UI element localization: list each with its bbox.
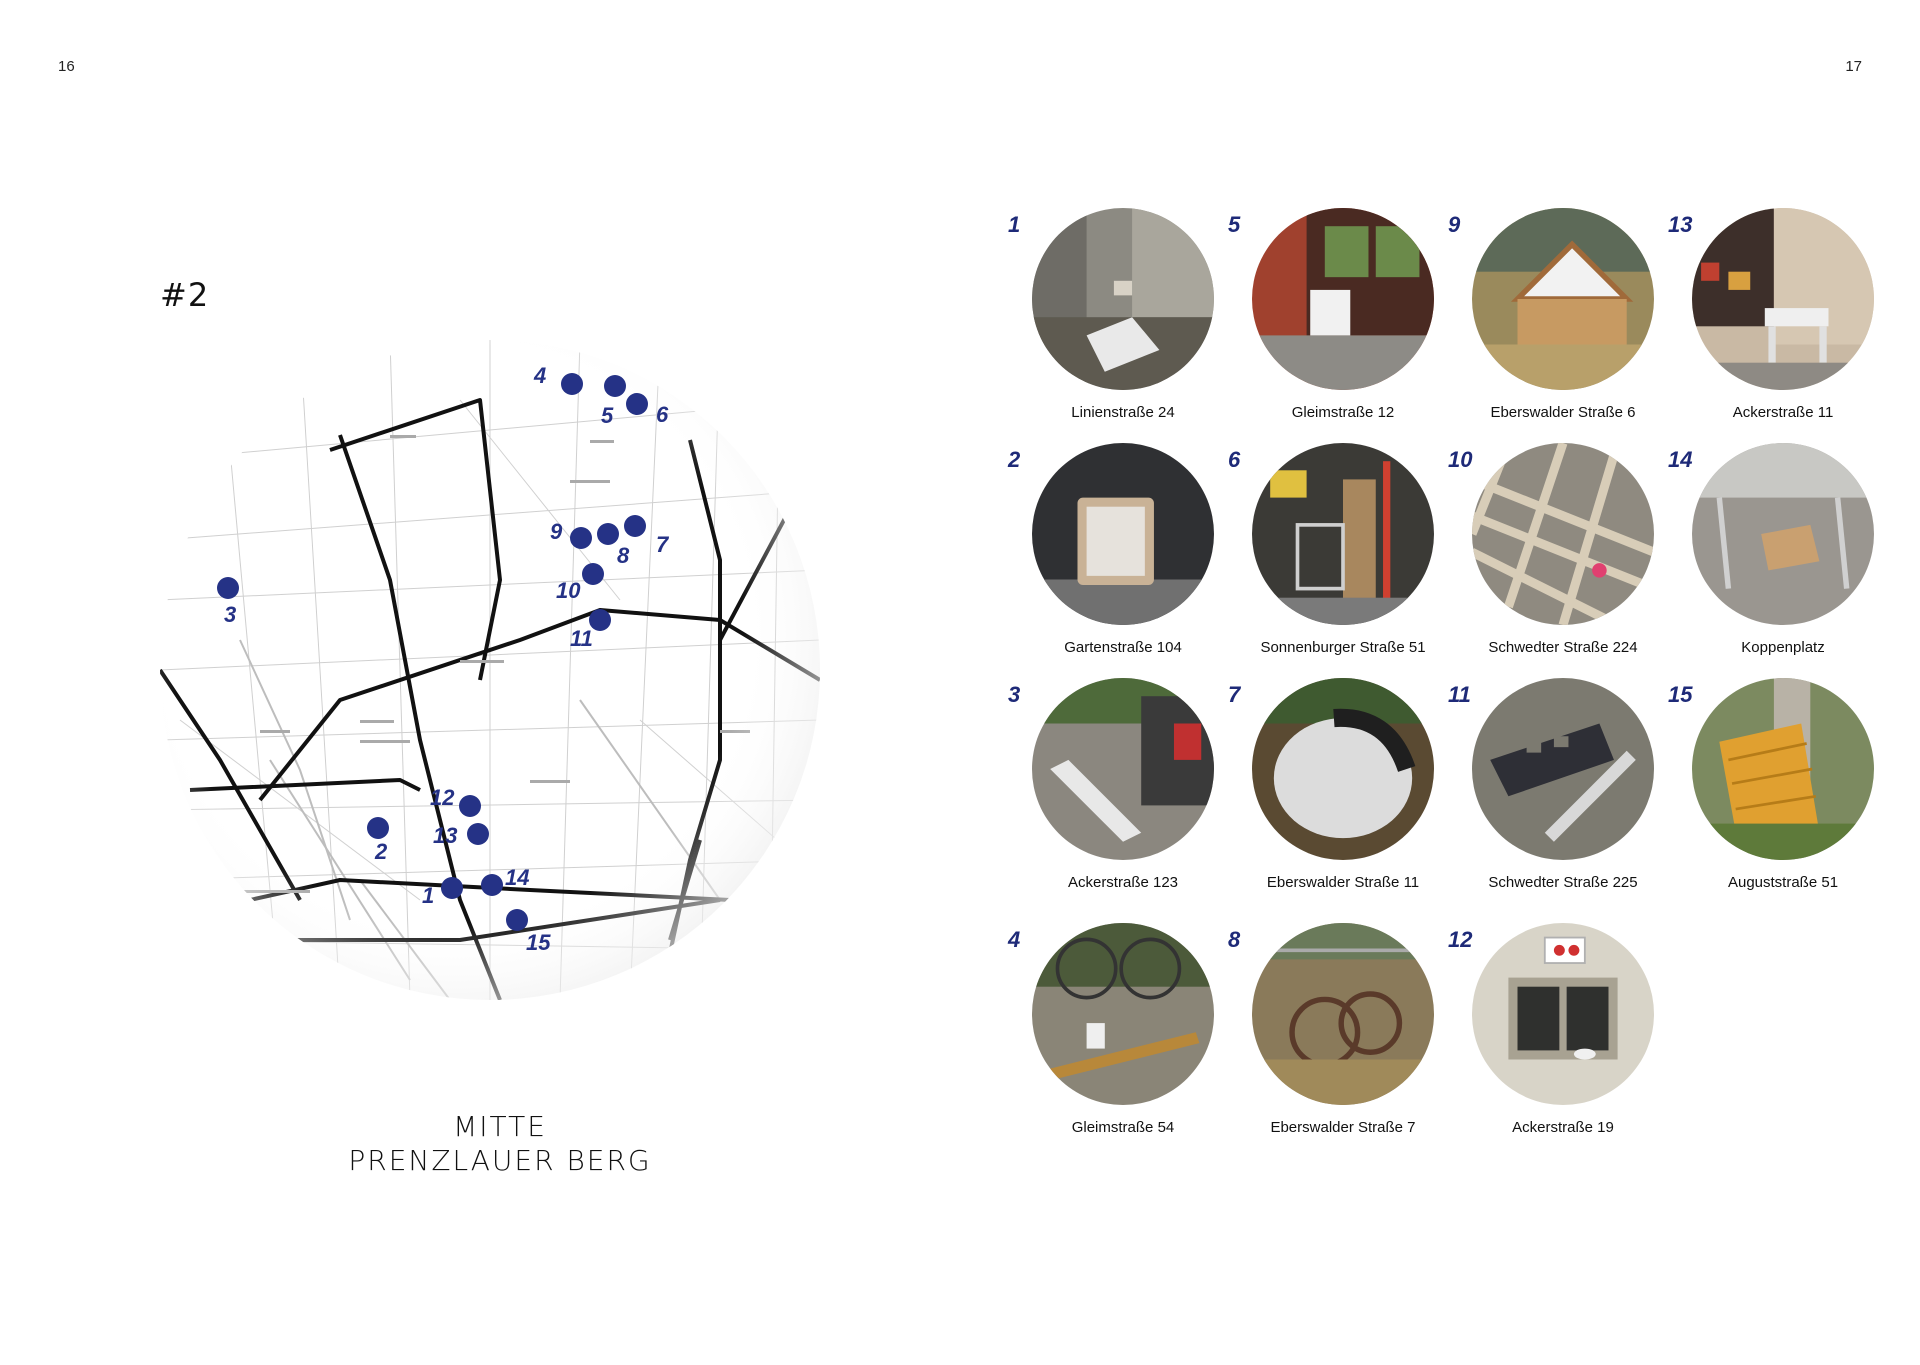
map-marker-label: 5 [601,403,614,428]
map-marker-dot [624,515,646,537]
map-marker-label: 6 [656,402,669,427]
photo-image [1032,923,1214,1105]
photo-item[interactable]: 10 Schwedter Straße 224 [1448,435,1654,675]
photo-item[interactable]: 3 Ackerstraße 123 [1008,670,1214,910]
map-marker-dot [467,823,489,845]
photo-caption: Ackerstraße 11 [1732,404,1834,421]
photo-number: 9 [1448,212,1461,237]
map-marker-dot [441,877,463,899]
photo-number: 11 [1448,682,1471,707]
photo-caption: Gartenstraße 104 [1064,639,1182,656]
map-marker-label: 4 [533,363,546,388]
photo-number: 4 [1008,927,1021,952]
photo-item[interactable]: 9 Eberswalder Straße 6 [1448,200,1654,440]
photo-number: 1 [1008,212,1021,237]
photo-item[interactable]: 7 Eberswalder Straße 11 [1228,670,1434,910]
page-number-right: 17 [1845,58,1862,75]
map-marker-dot [217,577,239,599]
map-marker-label: 15 [526,930,551,955]
photo-image [1032,443,1214,625]
photo-image [1252,208,1434,390]
photo-caption: Eberswalder Straße 7 [1270,1119,1416,1136]
photo-caption: Sonnenburger Straße 51 [1260,639,1426,656]
map-marker-dot [481,874,503,896]
page-number-left: 16 [58,58,75,75]
photo-caption: Gleimstraße 54 [1071,1119,1175,1136]
photo-caption: Ackerstraße 123 [1067,874,1179,891]
map-marker-label: 3 [224,602,236,627]
photo-number: 14 [1668,447,1693,472]
photo-number: 13 [1668,212,1693,237]
photo-caption: Linienstraße 24 [1071,404,1175,421]
photo-caption: Gleimstraße 12 [1291,404,1395,421]
photo-caption: Ackerstraße 19 [1512,1119,1614,1136]
photo-number: 15 [1668,682,1693,707]
photo-image [1472,443,1654,625]
photo-caption: Schwedter Straße 224 [1488,639,1638,656]
photo-caption: Eberswalder Straße 6 [1490,404,1636,421]
photo-image [1252,443,1434,625]
photo-number: 5 [1228,212,1241,237]
map-marker-dot [589,609,611,631]
map-marker-dot [459,795,481,817]
photo-number: 6 [1228,447,1241,472]
photo-image [1692,443,1874,625]
map-marker-dot [561,373,583,395]
photo-number: 3 [1008,682,1021,707]
district-name-line-1: MITTE [453,1110,547,1143]
map-marker-dot [506,909,528,931]
district-name-line-2: PRENZLAUER BERG [348,1144,652,1177]
photo-caption: Eberswalder Straße 11 [1266,874,1420,891]
map-marker-dot [597,523,619,545]
map-marker-label: 8 [617,543,630,568]
photo-item[interactable]: 1 Linienstraße 24 [1008,200,1214,440]
photo-number: 8 [1228,927,1241,952]
photo-image [1252,923,1434,1105]
map-marker-dot [626,393,648,415]
map-marker-label: 13 [433,823,457,848]
map-marker-label: 12 [430,785,455,810]
photo-image [1692,208,1874,390]
map-marker-label: 2 [374,839,388,864]
map-marker-dot [582,563,604,585]
photo-number: 7 [1228,682,1241,707]
photo-item[interactable]: 5 Gleimstraße 12 [1228,200,1434,440]
map-marker-dot [604,375,626,397]
photo-image [1472,678,1654,860]
photo-caption: Koppenplatz [1741,639,1825,656]
photo-item[interactable]: 11 Schwedter Straße 225 [1448,670,1654,910]
photo-item[interactable]: 2 Gartenstraße 104 [1008,435,1214,675]
map-marker-label: 11 [570,626,593,651]
map-marker-label: 7 [656,532,670,557]
photo-item[interactable]: 8 Eberswalder Straße 7 [1228,915,1434,1155]
photo-item[interactable]: 15 Auguststraße 51 [1668,670,1874,910]
photo-caption: Auguststraße 51 [1727,874,1839,891]
photo-number: 12 [1448,927,1473,952]
photo-item[interactable]: 12 Ackerstraße 19 [1448,915,1654,1155]
photo-image [1692,678,1874,860]
map-marker-label: 10 [556,578,581,603]
photo-image [1032,208,1214,390]
photo-number: 2 [1008,447,1021,472]
map-marker-dot [570,527,592,549]
section-number: #2 [160,276,210,314]
photo-image [1472,923,1654,1105]
photo-image [1252,678,1434,860]
map-marker-label: 1 [422,883,434,908]
photo-item[interactable]: 13 Ackerstraße 11 [1668,200,1874,440]
map-marker-label: 14 [505,865,529,890]
photo-item[interactable]: 4 Gleimstraße 54 [1008,915,1214,1155]
map-marker-dot [367,817,389,839]
map-marker-label: 9 [550,519,563,544]
photo-image [1472,208,1654,390]
photo-number: 10 [1448,447,1473,472]
photo-caption: Schwedter Straße 225 [1488,874,1638,891]
photo-item[interactable]: 14 Koppenplatz [1668,435,1874,675]
photo-item[interactable]: 6 Sonnenburger Straße 51 [1228,435,1434,675]
photo-image [1032,678,1214,860]
